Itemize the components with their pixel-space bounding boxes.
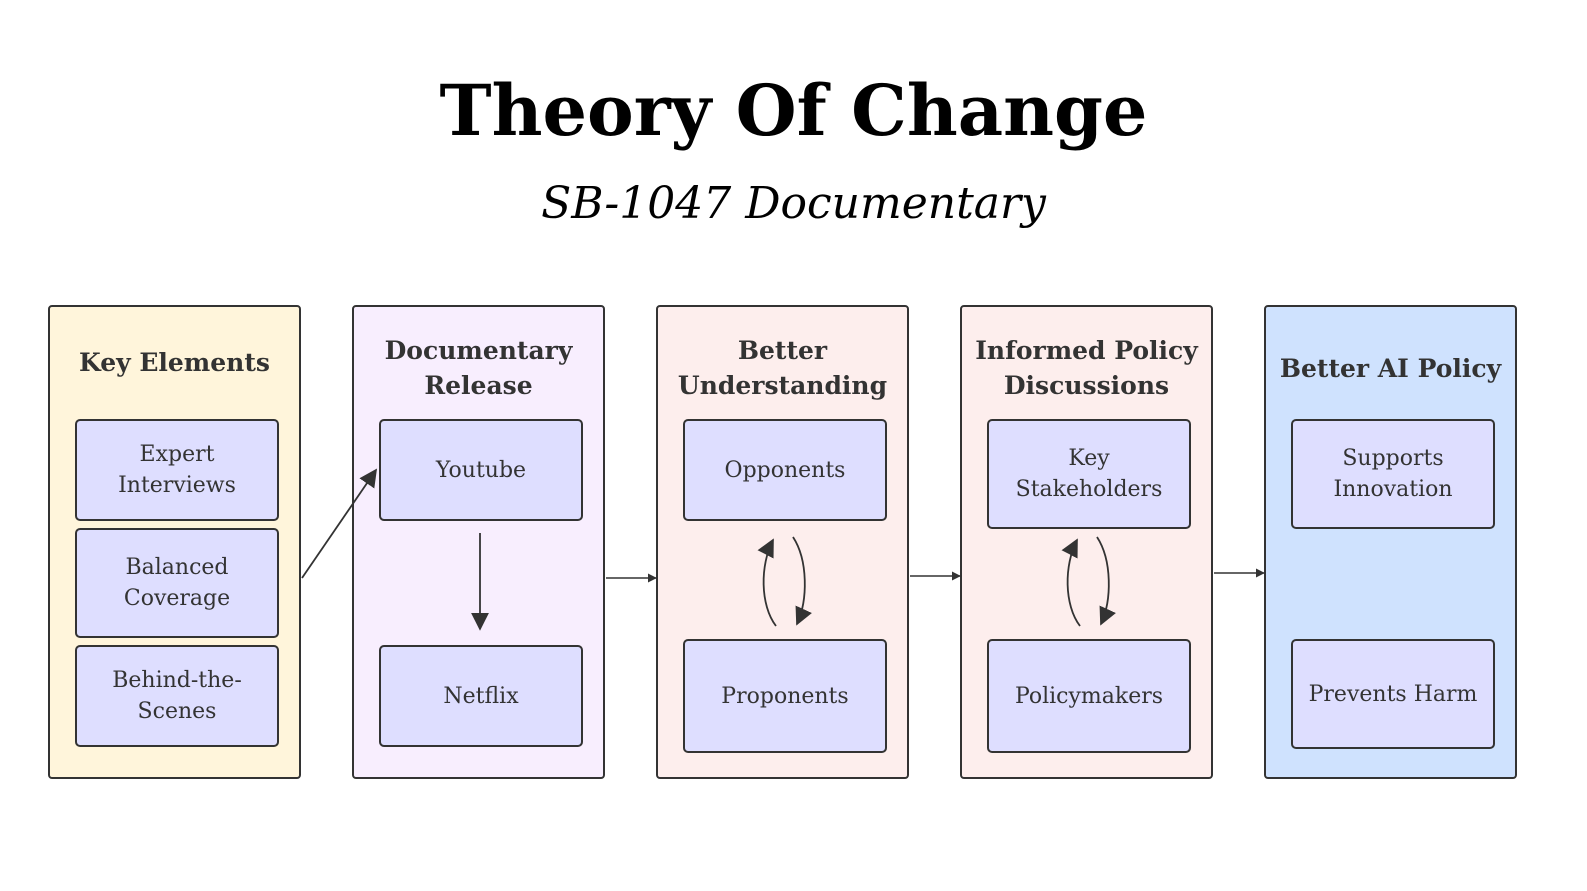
- node-youtube: Youtube: [379, 419, 583, 521]
- group-better-ai-policy: Better AI Policy Supports Innovation Pre…: [1264, 305, 1517, 779]
- group-title-better-understanding: Better Understanding: [677, 336, 888, 400]
- node-prevents-harm: Prevents Harm: [1291, 639, 1495, 749]
- edge-opponents-to-proponents: [792, 536, 812, 626]
- node-proponents: Proponents: [683, 639, 887, 753]
- node-opponents: Opponents: [683, 419, 887, 521]
- node-behind-the-scenes: Behind-the-Scenes: [75, 645, 279, 747]
- edge-key-elements-to-youtube: [301, 468, 378, 579]
- edge-proponents-to-opponents: [757, 538, 777, 627]
- edge-stakeholders-to-policymakers: [1096, 536, 1116, 626]
- diagram-title: Theory Of Change: [439, 69, 1148, 152]
- edge-policymakers-to-stakeholders: [1061, 538, 1081, 627]
- node-key-stakeholders: Key Stakeholders: [987, 419, 1191, 529]
- node-netflix: Netflix: [379, 645, 583, 747]
- node-supports-innovation: Supports Innovation: [1291, 419, 1495, 529]
- node-expert-interviews: Expert Interviews: [75, 419, 279, 521]
- group-title-key-elements: Key Elements: [79, 348, 270, 377]
- group-title-informed-policy: Informed Policy Discussions: [975, 336, 1198, 400]
- node-policymakers: Policymakers: [987, 639, 1191, 753]
- group-documentary-release: Documentary Release Youtube Netflix: [352, 305, 605, 779]
- diagram-subtitle: SB-1047 Documentary: [541, 178, 1046, 229]
- group-informed-policy-discussions: Informed Policy Discussions Key Stakehol…: [960, 305, 1213, 779]
- group-title-documentary-release: Documentary Release: [384, 336, 573, 400]
- group-key-elements: Key Elements Expert Interviews Balanced …: [48, 305, 301, 779]
- group-better-understanding: Better Understanding Opponents Proponent…: [656, 305, 909, 779]
- group-title-better-ai-policy: Better AI Policy: [1279, 354, 1502, 383]
- node-balanced-coverage: Balanced Coverage: [75, 528, 279, 638]
